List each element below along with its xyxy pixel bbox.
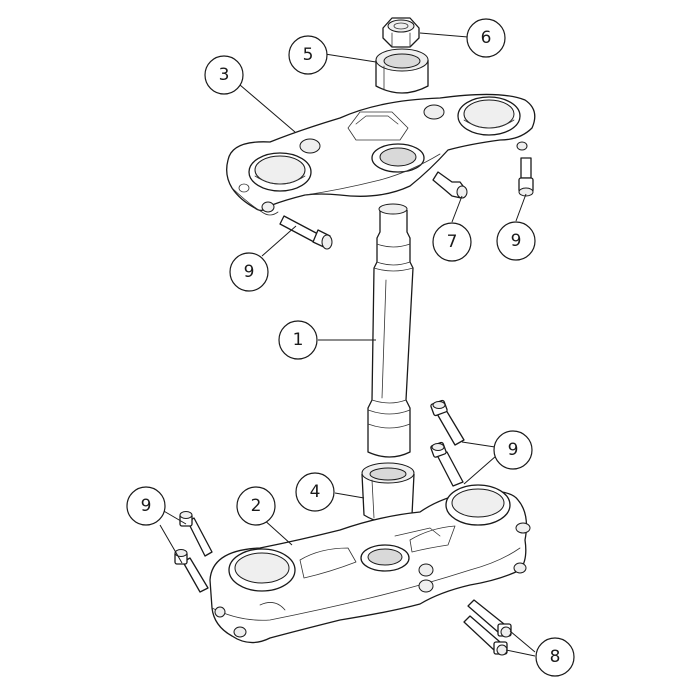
upper-bushing-part [375, 48, 429, 94]
callout-1: 1 [278, 320, 318, 360]
callout-9-lower-left-label: 9 [141, 496, 152, 516]
callout-4: 4 [295, 472, 335, 512]
lower-left-bolt-upper [179, 511, 213, 557]
lower-clamp-bolt-upper [430, 399, 465, 446]
pinch-bolt-upper [467, 599, 512, 638]
leader-lines [159, 32, 536, 657]
small-bolt-part [432, 171, 468, 199]
callout-9-lower-left: 9 [126, 486, 166, 526]
callout-2: 2 [236, 486, 276, 526]
callout-9-upper-left-label: 9 [244, 262, 255, 282]
callout-1-label: 1 [293, 330, 304, 350]
pinch-bolt-lower [463, 615, 508, 656]
callout-8: 8 [535, 637, 575, 677]
callout-6-label: 6 [481, 28, 492, 48]
callout-5-label: 5 [303, 45, 314, 65]
callout-7-label: 7 [447, 232, 458, 252]
upper-clamp-bolt-right [518, 157, 534, 197]
steering-stem-part [367, 203, 414, 458]
callout-9-middle-right: 9 [493, 430, 533, 470]
lower-clamp-bolt-lower [430, 441, 464, 487]
nut-part [382, 17, 420, 48]
callout-9-upper-right-label: 9 [511, 231, 522, 251]
callout-7: 7 [432, 222, 472, 262]
callout-9-upper-left: 9 [229, 252, 269, 292]
lower-left-bolt-lower [174, 549, 209, 593]
upper-triple-clamp-part [226, 93, 536, 216]
lower-bushing-part [361, 462, 415, 524]
callout-8-label: 8 [550, 647, 561, 667]
callout-5: 5 [288, 35, 328, 75]
callout-4-label: 4 [310, 482, 321, 502]
callout-3: 3 [204, 55, 244, 95]
callout-6: 6 [466, 18, 506, 58]
upper-clamp-bolt-left [279, 215, 333, 250]
callout-9-upper-right: 9 [496, 221, 536, 261]
lower-triple-clamp-part [209, 484, 531, 644]
callout-9-middle-right-label: 9 [508, 440, 519, 460]
callout-2-label: 2 [251, 496, 262, 516]
callout-3-label: 3 [219, 65, 230, 85]
